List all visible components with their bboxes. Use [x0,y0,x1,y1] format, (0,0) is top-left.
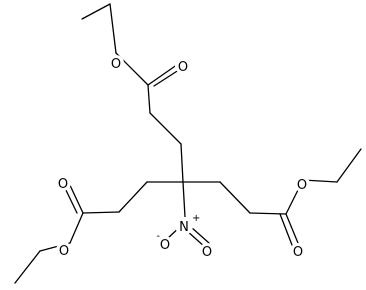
bond [180,143,184,183]
bond [82,211,120,214]
atom-o-carbonyl-top: O [178,60,188,75]
atom-o-carbonyl-right: O [293,245,303,260]
atom-labels: O O O O O O N + O - O [55,55,310,260]
right-ester-arm [182,148,362,246]
bond [67,180,84,214]
bond [118,181,148,213]
bond [186,230,206,248]
bond [219,181,251,214]
bond [81,3,111,20]
bond [69,212,84,244]
atom-o-ester-left: O [59,244,69,259]
bond [147,84,151,114]
atom-o-nitro-anion: O [160,238,170,253]
oxygen-negative-charge: - [156,231,160,242]
bond [109,3,117,54]
atom-o-carbonyl-left: O [58,177,68,192]
bond [336,148,362,183]
top-ester-arm [81,3,186,183]
atom-o-ester-top: O [111,57,121,72]
nitrogen-positive-charge: + [192,213,200,224]
atom-o-ester-right: O [297,178,307,193]
bond [14,250,41,284]
bond [182,181,186,218]
bond [149,112,182,145]
bond [279,213,293,246]
atom-n-nitro: N [179,220,189,235]
nitro-group [166,181,210,248]
bond [285,213,299,244]
atom-o-nitro-double: O [202,245,212,260]
left-ester-arm [14,180,184,284]
bond [190,226,210,244]
